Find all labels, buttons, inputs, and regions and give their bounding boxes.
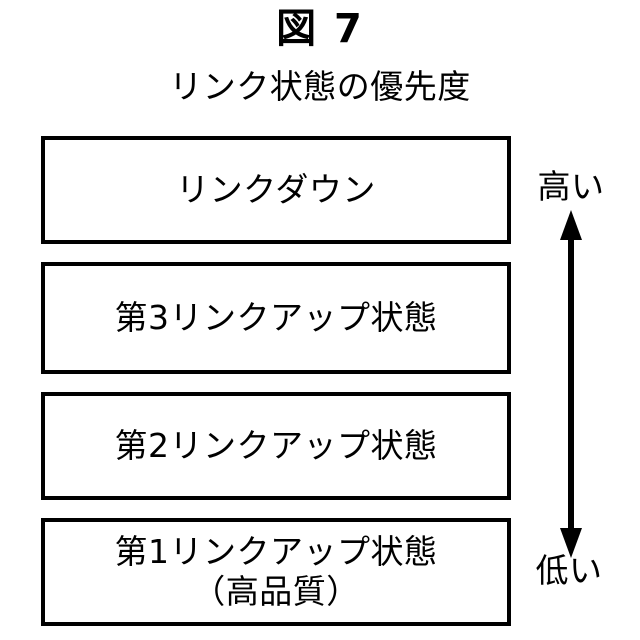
state-box-sublabel: （高品質） bbox=[192, 572, 360, 611]
state-box-label: 第1リンクアップ状態 bbox=[114, 532, 438, 571]
priority-box-stack: リンクダウン 第3リンクアップ状態 第2リンクアップ状態 第1リンクアップ状態 … bbox=[41, 136, 511, 626]
state-box-link-up-3: 第3リンクアップ状態 bbox=[41, 262, 511, 374]
state-box-label: リンクダウン bbox=[176, 170, 376, 209]
state-box-label: 第2リンクアップ状態 bbox=[114, 426, 438, 465]
state-box-link-up-2: 第2リンクアップ状態 bbox=[41, 392, 511, 500]
double-headed-vertical-arrow-icon bbox=[548, 210, 594, 558]
priority-high-label: 高い bbox=[537, 167, 605, 206]
state-box-link-down: リンクダウン bbox=[41, 136, 511, 244]
figure-title: 図 7 bbox=[276, 6, 364, 52]
figure-subtitle: リンク状態の優先度 bbox=[169, 67, 471, 106]
state-box-link-up-1: 第1リンクアップ状態 （高品質） bbox=[41, 518, 511, 626]
state-box-label: 第3リンクアップ状態 bbox=[114, 298, 438, 337]
priority-low-label: 低い bbox=[535, 551, 603, 590]
